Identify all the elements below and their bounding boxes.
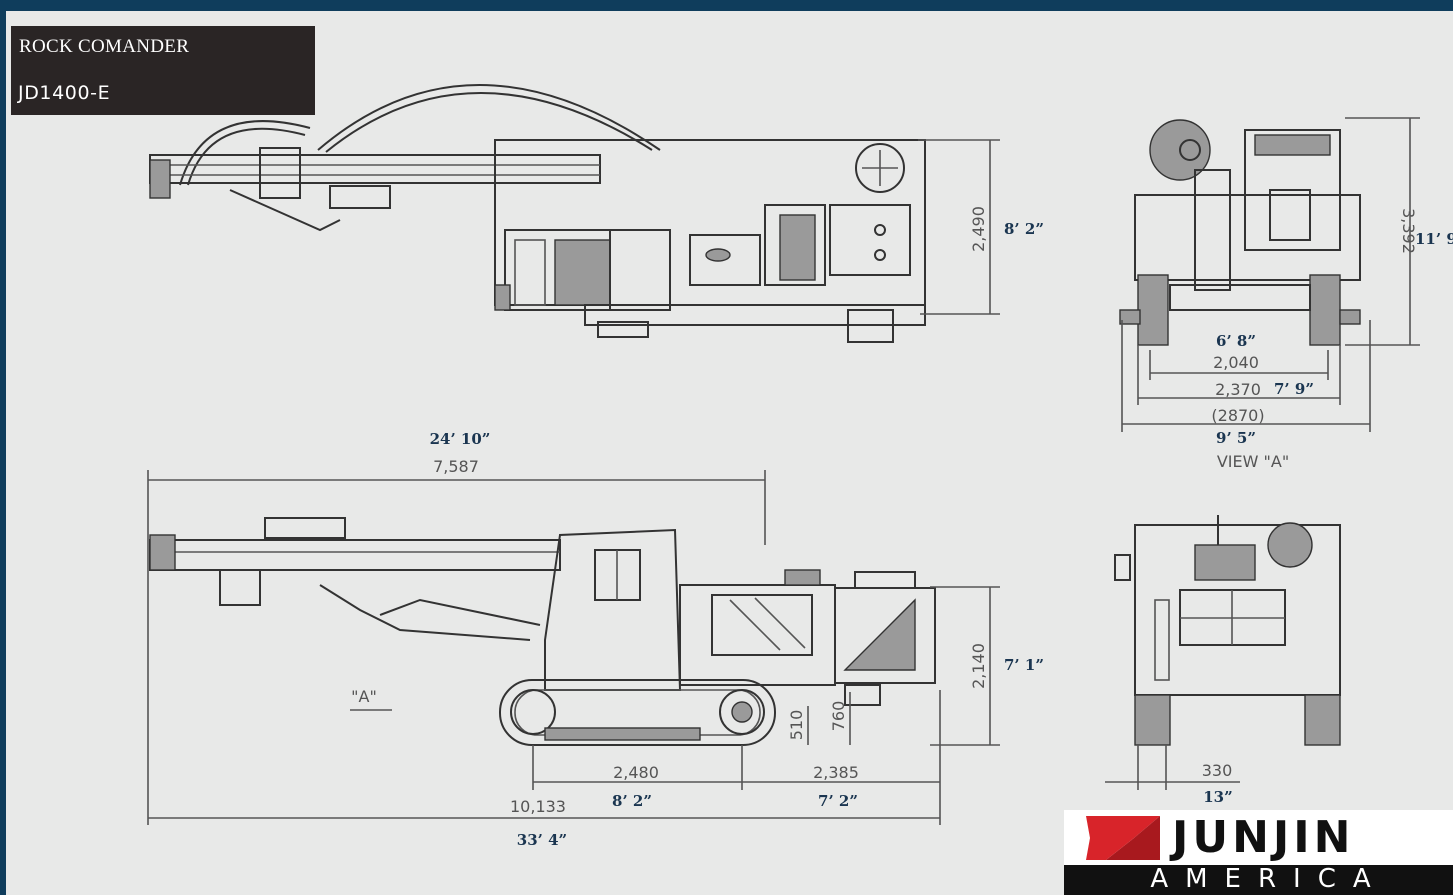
rear-offset-in: 13” xyxy=(1203,788,1233,806)
logo-name: JUNJIN xyxy=(1172,812,1355,863)
front-height-ft: 11’ 9” xyxy=(1415,230,1453,248)
view-a-marker: "A" xyxy=(351,687,377,706)
rear-offset-mm: 330 xyxy=(1202,761,1233,780)
side-overall-ft: 33’ 4” xyxy=(517,831,567,849)
front-track-inner-ft: 6’ 8” xyxy=(1216,332,1256,350)
front-track-outer-mm: 2,370 xyxy=(1215,380,1261,399)
side-boom-length-ft: 24’ 10” xyxy=(430,430,491,448)
side-height-ft: 7’ 1” xyxy=(1004,656,1044,674)
top-view-machine xyxy=(149,84,926,343)
side-height-mm: 2,140 xyxy=(969,643,988,689)
side-track-length-ft: 8’ 2” xyxy=(612,792,652,810)
front-overall-mm: (2870) xyxy=(1211,406,1264,425)
side-clearance2-mm: 760 xyxy=(829,701,848,732)
side-tail-length-ft: 7’ 2” xyxy=(818,792,858,810)
model-number: JD1400-E xyxy=(18,82,111,104)
rear-view-machine xyxy=(1114,515,1341,746)
front-view-caption: VIEW "A" xyxy=(1217,452,1289,471)
front-height-mm: 3,392 xyxy=(1399,208,1418,254)
junjin-america-logo: JUNJIN AMERICA xyxy=(1064,810,1453,895)
side-view-machine xyxy=(149,517,936,746)
front-view-machine xyxy=(1119,119,1361,346)
front-overall-ft: 9’ 5” xyxy=(1216,429,1256,447)
title-box: ROCK COMANDER JD1400-E xyxy=(11,26,315,115)
product-name: ROCK COMANDER xyxy=(19,36,190,57)
side-track-length-mm: 2,480 xyxy=(613,763,659,782)
side-clearance1-mm: 510 xyxy=(787,710,806,741)
top-height-ft: 8’ 2” xyxy=(1004,220,1044,238)
front-track-inner-mm: 2,040 xyxy=(1213,353,1259,372)
top-height-mm: 2,490 xyxy=(969,206,988,252)
logo-subtitle: AMERICA xyxy=(1150,864,1388,894)
side-tail-length-mm: 2,385 xyxy=(813,763,859,782)
junjin-mark-icon xyxy=(1086,816,1160,860)
side-overall-mm: 10,133 xyxy=(510,797,566,816)
side-boom-length-mm: 7,587 xyxy=(433,457,479,476)
front-track-outer-ft: 7’ 9” xyxy=(1274,380,1314,398)
